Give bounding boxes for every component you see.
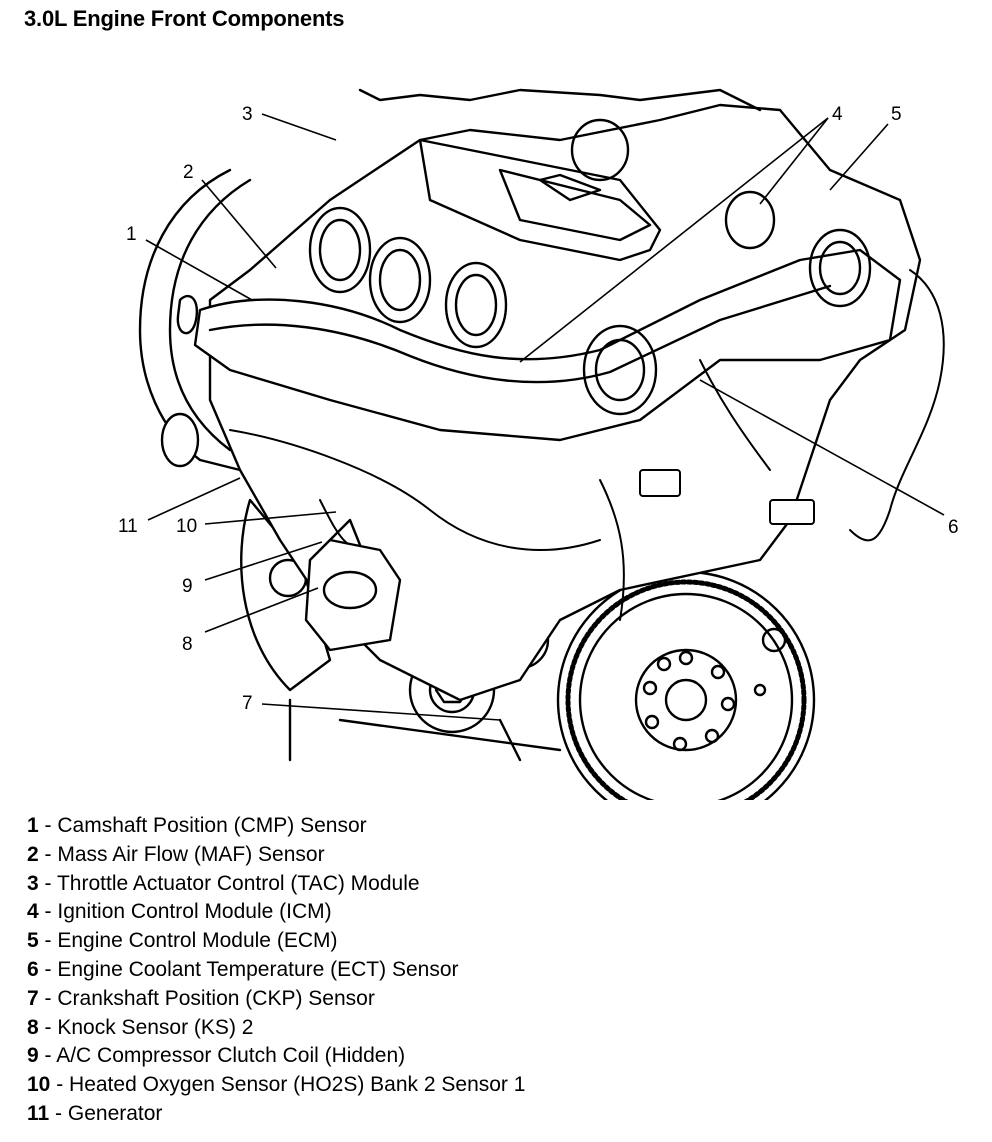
callout-9: 9 [182, 576, 193, 597]
callout-6: 6 [948, 517, 959, 538]
callout-5: 5 [891, 104, 902, 125]
callout-8: 8 [182, 634, 193, 655]
legend-item-11: 11 - Generator [27, 1101, 163, 1125]
legend-item-5: 5 - Engine Control Module (ECM) [27, 929, 338, 953]
wiring [229, 269, 945, 621]
left-hose [138, 168, 252, 472]
callout-3: 3 [242, 104, 253, 125]
diagram-title: 3.0L Engine Front Components [24, 6, 345, 31]
legend-item-1: 1 - Camshaft Position (CMP) Sensor [27, 814, 367, 837]
legend-item-4: 4 - Ignition Control Module (ICM) [27, 900, 332, 924]
legend-item-9: 9 - A/C Compressor Clutch Coil (Hidden) [27, 1044, 406, 1068]
callout-1: 1 [126, 224, 137, 245]
callout-2: 2 [183, 162, 194, 183]
callout-11: 11 [118, 516, 138, 537]
callout-7: 7 [242, 693, 253, 714]
legend-item-7: 7 - Crankshaft Position (CKP) Sensor [27, 986, 375, 1010]
engine-diagram: 1 2 3 4 5 6 7 8 9 10 11 [118, 88, 959, 800]
legend-item-10: 10 - Heated Oxygen Sensor (HO2S) Bank 2 … [27, 1073, 526, 1097]
legend-item-3: 3 - Throttle Actuator Control (TAC) Modu… [27, 871, 420, 895]
legend-item-8: 8 - Knock Sensor (KS) 2 [27, 1015, 254, 1039]
callout-10: 10 [176, 516, 197, 537]
ac-compressor [304, 518, 402, 652]
callout-4: 4 [832, 104, 843, 125]
flywheel [556, 570, 816, 800]
leader-lines [145, 113, 945, 721]
intake-duct [193, 118, 902, 442]
legend-item-6: 6 - Engine Coolant Temperature (ECT) Sen… [27, 957, 459, 981]
legend-item-2: 2 - Mass Air Flow (MAF) Sensor [27, 842, 325, 866]
component-legend: 1 - Camshaft Position (CMP) Sensor 2 - M… [27, 812, 525, 1129]
